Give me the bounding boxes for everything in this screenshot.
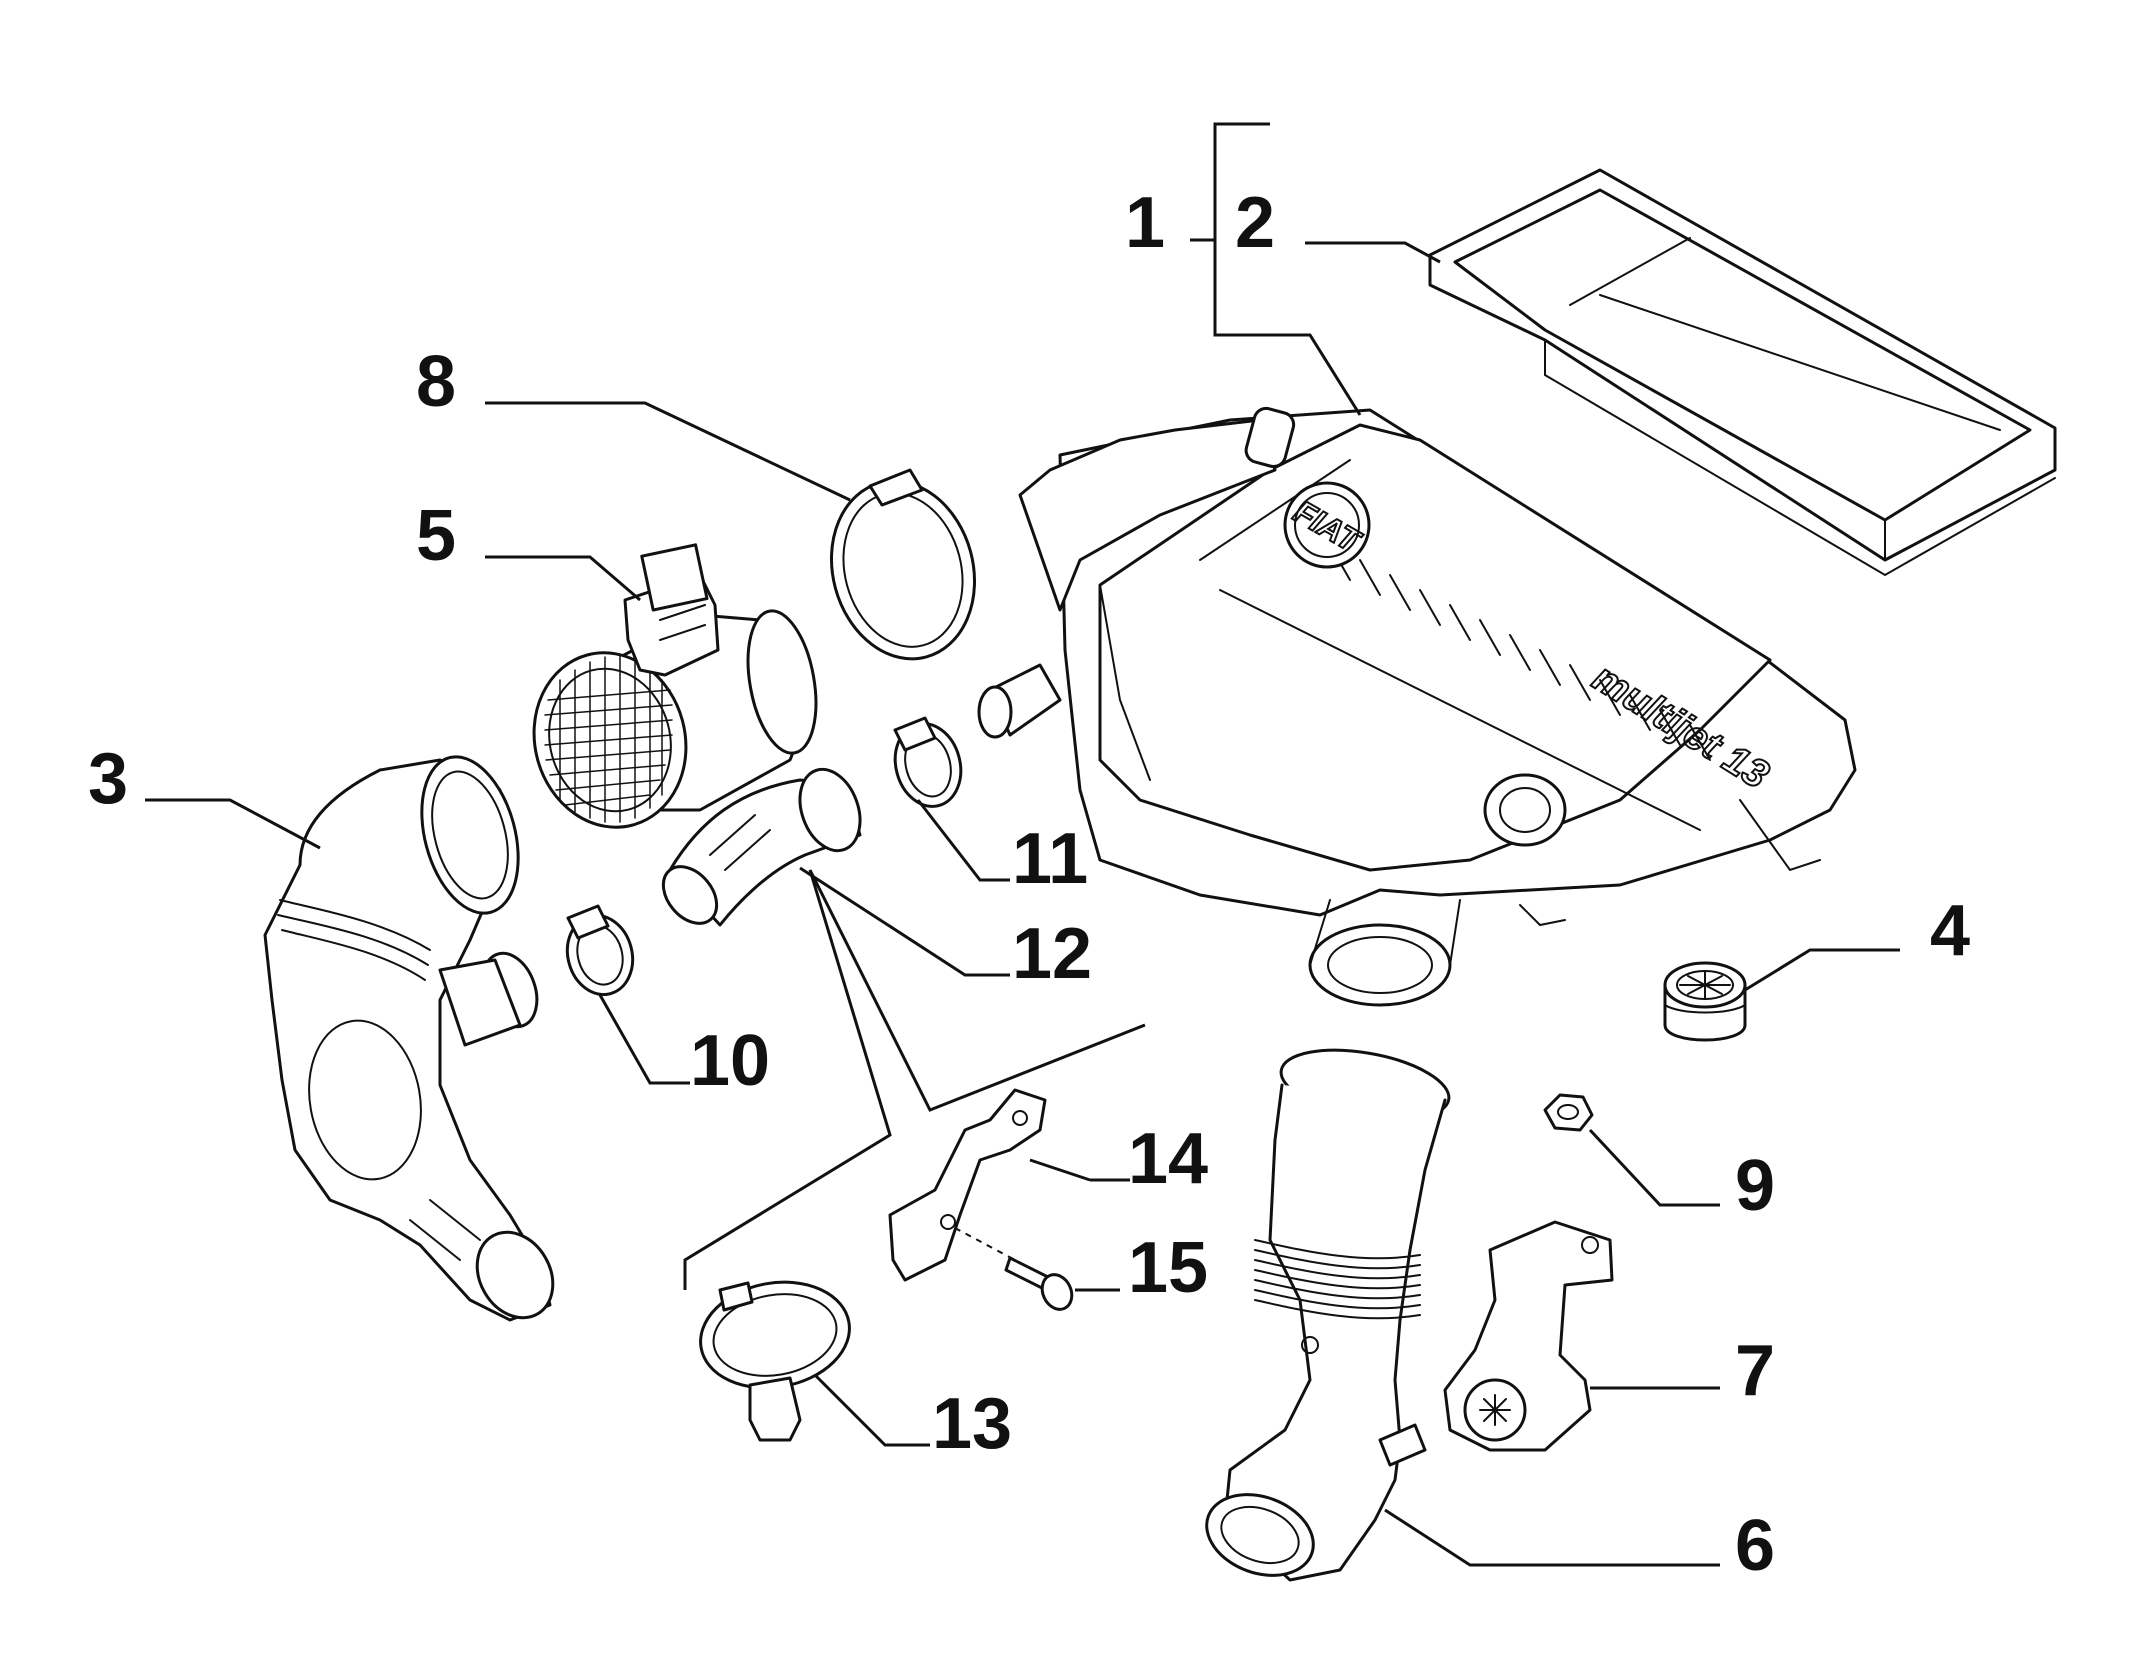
support-bracket — [1443, 1220, 1614, 1452]
air-mass-meter — [532, 543, 818, 829]
callout-15: 15 — [1128, 1228, 1208, 1308]
hose-clip-10 — [565, 904, 635, 997]
clamp-13 — [699, 1280, 851, 1442]
bolt — [954, 1227, 1074, 1311]
callout-4: 4 — [1930, 891, 1970, 971]
intake-hose — [263, 755, 555, 1322]
callout-10: 10 — [690, 1021, 770, 1101]
callout-11: 11 — [1012, 819, 1088, 899]
callout-3: 3 — [88, 739, 128, 819]
lower-intake-hose — [1205, 1048, 1451, 1582]
leader-lines — [145, 122, 1900, 1567]
callout-7: 7 — [1735, 1331, 1775, 1411]
callout-14: 14 — [1128, 1119, 1208, 1199]
band-clamp — [829, 468, 977, 661]
callout-12: 12 — [1012, 914, 1092, 994]
callout-1: 1 — [1125, 183, 1165, 263]
air-filter-element — [1428, 168, 2057, 577]
callout-2: 2 — [1235, 183, 1275, 263]
callout-13: 13 — [932, 1384, 1012, 1464]
callout-5: 5 — [416, 496, 456, 576]
callout-9: 9 — [1735, 1146, 1775, 1226]
hose-clip-11 — [893, 716, 963, 808]
bracket-14 — [888, 1088, 1047, 1282]
air-filter-housing: FIAT multijet 13 — [977, 406, 1857, 1007]
grommet — [1663, 961, 1747, 1042]
callout-8: 8 — [416, 342, 456, 422]
nut — [1543, 1093, 1594, 1132]
connecting-hose — [661, 767, 862, 927]
callout-6: 6 — [1735, 1506, 1775, 1586]
callout-labels: 1 2 3 4 5 6 7 8 9 10 11 12 13 14 15 — [88, 183, 1970, 1586]
